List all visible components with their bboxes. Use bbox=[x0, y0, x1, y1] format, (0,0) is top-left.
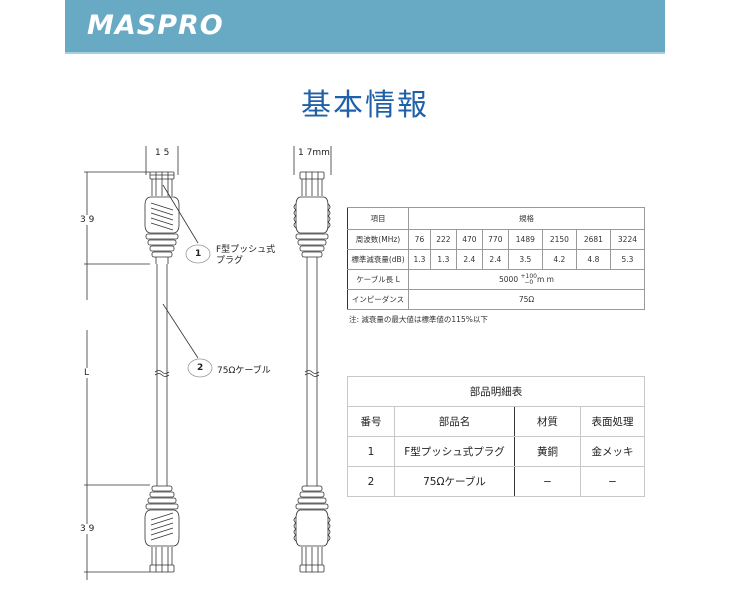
part-material: 黄銅 bbox=[514, 436, 581, 467]
part-finish: 金メッキ bbox=[580, 436, 645, 467]
freq-cell: 2150 bbox=[541, 229, 577, 250]
dimension-cable-length: L bbox=[84, 368, 90, 378]
part-name: 75Ωケーブル bbox=[394, 466, 515, 497]
maspro-logo[interactable]: MASPRO bbox=[87, 10, 224, 41]
atten-cell: 5.3 bbox=[609, 249, 646, 270]
callout-number-1: 1 bbox=[195, 249, 202, 259]
dimension-plug-bottom: 3 9 bbox=[80, 524, 95, 534]
parts-header-row: 番号 部品名 材質 表面処理 bbox=[347, 406, 645, 437]
spec-frequency-label: 周波数(MHz) bbox=[347, 229, 409, 250]
cable-length-number: 5000 bbox=[499, 274, 519, 284]
parts-table-title: 部品明細表 bbox=[347, 376, 645, 407]
parts-table: 部品明細表 番号 部品名 材質 表面処理 1 F型プッシュ式プラグ 黄銅 金メッ… bbox=[347, 376, 645, 497]
spec-frequency-row: 周波数(MHz) 76 222 470 770 1489 2150 2681 3… bbox=[347, 229, 646, 250]
tolerance-plus: +100 bbox=[520, 272, 537, 280]
part-material: − bbox=[514, 466, 581, 497]
freq-cell: 770 bbox=[481, 229, 509, 250]
dimension-width-front: 1 5 bbox=[155, 148, 170, 158]
spec-table: 項目 規格 周波数(MHz) 76 222 470 770 1489 2150 … bbox=[347, 207, 646, 310]
callout-number-2: 2 bbox=[197, 363, 204, 373]
freq-cell: 3224 bbox=[609, 229, 646, 250]
spec-cable-length-row: ケーブル長 L 5000 +100 −0 m m bbox=[347, 269, 645, 290]
table-row: 2 75Ωケーブル − − bbox=[347, 466, 645, 497]
freq-cell: 222 bbox=[429, 229, 457, 250]
spec-attenuation-row: 標準減衰量(dB) 1.3 1.3 2.4 2.4 3.5 4.2 4.8 5.… bbox=[347, 249, 646, 270]
page-title: 基本情報 bbox=[301, 88, 429, 123]
table-row: 1 F型プッシュ式プラグ 黄銅 金メッキ bbox=[347, 436, 645, 467]
freq-cell: 76 bbox=[408, 229, 431, 250]
part-number: 2 bbox=[347, 466, 395, 497]
cable-length-unit: m m bbox=[536, 274, 554, 284]
column-header-number: 番号 bbox=[347, 406, 395, 437]
header-band: MASPRO bbox=[65, 0, 665, 54]
column-header-finish: 表面処理 bbox=[580, 406, 645, 437]
dimension-width-side: 1 7mm bbox=[298, 148, 330, 158]
column-header-part-name: 部品名 bbox=[394, 406, 515, 437]
spec-cable-length-label: ケーブル長 L bbox=[347, 269, 409, 290]
dimension-plug-top: 3 9 bbox=[80, 215, 95, 225]
freq-cell: 1489 bbox=[507, 229, 543, 250]
atten-cell: 1.3 bbox=[429, 249, 457, 270]
parts-title-row: 部品明細表 bbox=[347, 376, 645, 407]
spec-header-row: 項目 規格 bbox=[347, 207, 645, 230]
spec-note: 注: 減衰量の最大値は標準値の115%以下 bbox=[349, 315, 488, 324]
atten-cell: 3.5 bbox=[507, 249, 543, 270]
spec-attenuation-label: 標準減衰量(dB) bbox=[347, 249, 409, 270]
spec-header-spec: 規格 bbox=[408, 207, 645, 230]
spec-impedance-label: インピーダンス bbox=[347, 289, 409, 310]
atten-cell: 4.8 bbox=[575, 249, 611, 270]
spec-cable-length-value: 5000 +100 −0 m m bbox=[408, 269, 645, 290]
column-header-material: 材質 bbox=[514, 406, 581, 437]
spec-header-item: 項目 bbox=[347, 207, 409, 230]
spec-impedance-value: 75Ω bbox=[408, 289, 645, 310]
part-number: 1 bbox=[347, 436, 395, 467]
atten-cell: 2.4 bbox=[455, 249, 483, 270]
freq-cell: 470 bbox=[455, 229, 483, 250]
atten-cell: 4.2 bbox=[541, 249, 577, 270]
freq-cell: 2681 bbox=[575, 229, 611, 250]
callout-label-cable: 75Ωケーブル bbox=[217, 366, 271, 376]
callout-label-plug: F型プッシュ式プラグ bbox=[216, 245, 276, 266]
atten-cell: 1.3 bbox=[408, 249, 431, 270]
part-name: F型プッシュ式プラグ bbox=[394, 436, 515, 467]
tolerance-minus: −0 bbox=[524, 278, 534, 286]
cable-length-tolerance: +100 −0 bbox=[520, 272, 537, 286]
part-finish: − bbox=[580, 466, 645, 497]
atten-cell: 2.4 bbox=[481, 249, 509, 270]
spec-impedance-row: インピーダンス 75Ω bbox=[347, 289, 645, 310]
